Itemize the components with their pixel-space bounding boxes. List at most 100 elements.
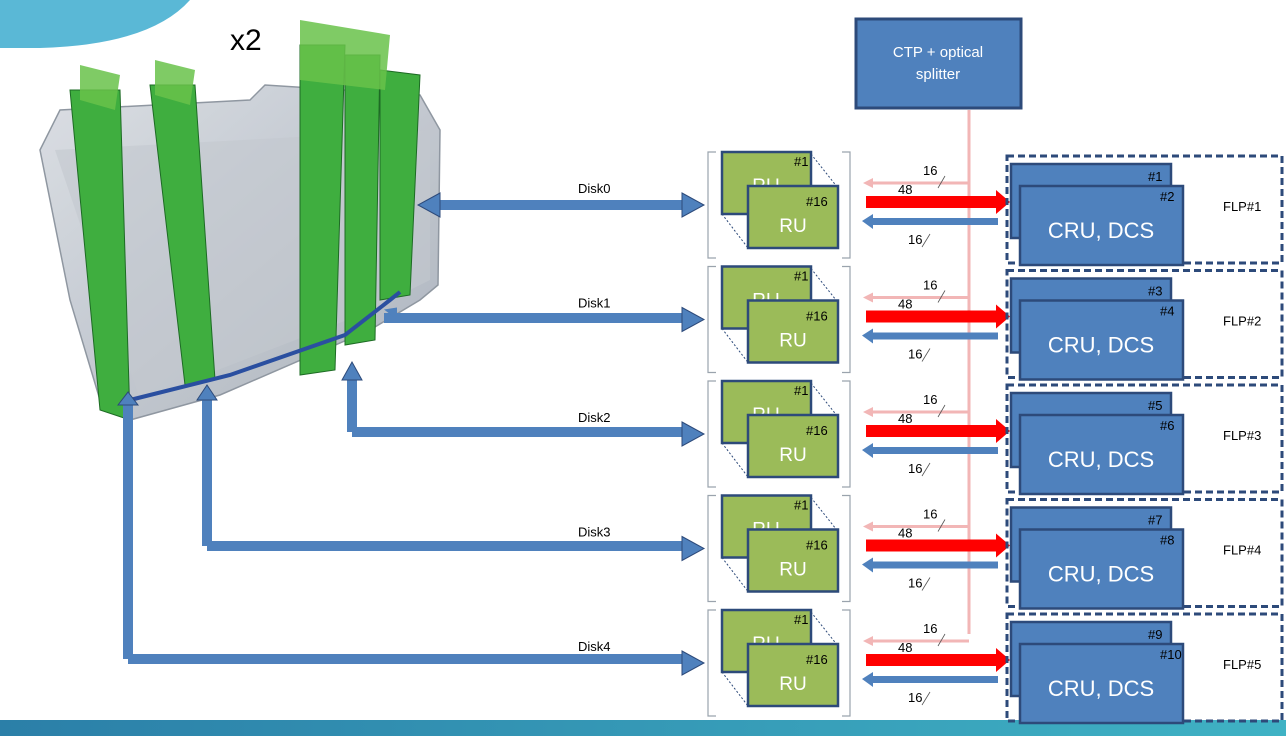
- row2-data-count: 48: [898, 411, 912, 426]
- row3-ru-stack-guide-top: [810, 497, 839, 532]
- row4-cru-front-num: #10: [1160, 647, 1182, 662]
- row4-trigger-slash: [937, 633, 946, 647]
- row4-cru-front-label: CRU, DCS: [1048, 676, 1154, 701]
- row1-cru-back-num: #3: [1148, 284, 1162, 299]
- row0-disk-arrowhead: [681, 192, 706, 218]
- row4-trigger-arrowhead: [863, 636, 873, 646]
- row2-ru-bracket-right: [842, 380, 851, 488]
- row3-cru-front-card: [1018, 528, 1185, 610]
- row1-data-arrow-shaft: [866, 310, 998, 323]
- row4-ctrl-count: 16: [908, 690, 922, 705]
- row0-data-arrow-shaft: [866, 196, 998, 208]
- row4-ctrl-arrow-shaft: [872, 676, 998, 683]
- row4-ru-front-card: [746, 642, 840, 708]
- row2-ctrl-slash: [921, 462, 931, 477]
- row2-disk-arrowtail: [341, 360, 363, 381]
- row0-cru-front-num: #2: [1160, 189, 1174, 204]
- row4-data-arrow-shaft: [866, 654, 998, 666]
- row3-cru-front-num: #8: [1160, 533, 1174, 548]
- row2-ru-stack-guide-top: [810, 382, 839, 418]
- row1-disk-arrowtail: [384, 307, 397, 320]
- row2-cru-front-card: [1018, 413, 1185, 496]
- row4-ru-front-label: RU: [779, 674, 806, 695]
- row1-ctrl-arrowhead: [862, 328, 873, 344]
- row2-ru-front-num: #16: [806, 423, 828, 438]
- row3-disk-label: Disk3: [578, 525, 611, 540]
- row1-cru-front-card: [1018, 299, 1185, 381]
- row3-ru-front-card: [746, 528, 840, 593]
- row2-cru-front-num: #6: [1160, 418, 1174, 433]
- row1-ru-bracket-left: [707, 265, 716, 374]
- row2-ru-front-label: RU: [779, 445, 806, 466]
- row1-data-count: 48: [898, 297, 912, 312]
- slide-footer: [0, 720, 1286, 736]
- row3-ru-back-num: #1: [794, 498, 808, 513]
- row3-flp-label: FLP#4: [1223, 543, 1261, 558]
- row0-trigger-arrowhead: [863, 178, 873, 188]
- row1-disk-label: Disk1: [578, 296, 611, 311]
- row4-disk-arrowhead: [681, 650, 706, 676]
- row0-ru-bracket-right: [842, 151, 851, 259]
- row0-cru-front-card: [1018, 184, 1185, 267]
- row2-flp-label: FLP#3: [1223, 428, 1261, 443]
- row1-ru-front-label: RU: [779, 331, 806, 352]
- row2-trigger-arrowhead: [863, 407, 873, 417]
- row0-disk-label: Disk0: [578, 181, 611, 196]
- row3-trigger-count: 16: [923, 507, 937, 522]
- row4-data-arrowhead: [996, 648, 1010, 672]
- row2-data-arrowhead: [996, 419, 1010, 443]
- row1-cru-front-label: CRU, DCS: [1048, 333, 1154, 358]
- row0-flp-label: FLP#1: [1223, 199, 1261, 214]
- row1-ru-back-num: #1: [794, 269, 808, 284]
- row4-disk-label: Disk4: [578, 639, 611, 654]
- row3-ru-front-label: RU: [779, 560, 806, 581]
- row1-ctrl-arrow-shaft: [872, 332, 998, 340]
- row2-ctrl-count: 16: [908, 461, 922, 476]
- row1-ctrl-slash: [921, 348, 931, 362]
- row4-ru-bracket-right: [842, 609, 851, 717]
- row3-ru-stack-guide-bottom: [721, 557, 749, 592]
- row1-disk-arrowhead: [681, 306, 706, 333]
- row4-disk-arrowtail: [116, 391, 140, 406]
- row0-trigger-slash: [937, 175, 946, 189]
- row4-cru-front-card: [1018, 642, 1185, 725]
- row0-ru-front-card: [746, 184, 840, 250]
- row1-ru-front-num: #16: [806, 309, 828, 324]
- row3-ru-bracket-right: [842, 494, 851, 603]
- row4-trigger-count: 16: [923, 621, 937, 636]
- row2-disk-arrowhead: [681, 421, 706, 447]
- row1-ru-stack-guide-top: [810, 268, 839, 303]
- row0-ru-front-num: #16: [806, 194, 828, 209]
- row1-data-arrowhead: [996, 304, 1010, 329]
- row0-disk-arrowtail: [416, 192, 441, 218]
- row0-ru-bracket-left: [707, 151, 716, 259]
- row1-trigger-count: 16: [923, 278, 937, 293]
- multiplier-label: x2: [230, 24, 262, 57]
- row3-cru-back-num: #7: [1148, 513, 1162, 528]
- detector-illustration: [32, 20, 456, 465]
- row4-cru-back-num: #9: [1148, 627, 1162, 642]
- row2-ru-back-num: #1: [794, 383, 808, 398]
- row3-ctrl-slash: [921, 577, 931, 591]
- row4-ctrl-arrowhead: [862, 672, 873, 687]
- row4-ctrl-slash: [921, 691, 931, 706]
- row0-ru-front-label: RU: [779, 216, 806, 237]
- row2-ctrl-arrowhead: [862, 443, 873, 458]
- row1-ctrl-count: 16: [908, 347, 922, 362]
- row0-cru-front-label: CRU, DCS: [1048, 218, 1154, 243]
- row3-ctrl-arrow-shaft: [872, 561, 998, 569]
- disk-cable-paths: [123, 200, 682, 664]
- row0-ctrl-slash: [921, 233, 931, 248]
- row3-trigger-slash: [937, 519, 946, 532]
- row1-trigger-slash: [937, 290, 946, 303]
- ctp-label-line2: splitter: [916, 66, 960, 83]
- row3-ctrl-arrowhead: [862, 557, 873, 573]
- row1-ru-stack-guide-bottom: [721, 328, 749, 363]
- row2-ru-bracket-left: [707, 380, 716, 488]
- row0-data-arrowhead: [996, 190, 1010, 214]
- slide-corner-decoration: [0, 0, 190, 48]
- row2-data-arrow-shaft: [866, 425, 998, 437]
- row4-ru-bracket-left: [707, 609, 716, 717]
- row1-flp-label: FLP#2: [1223, 314, 1261, 329]
